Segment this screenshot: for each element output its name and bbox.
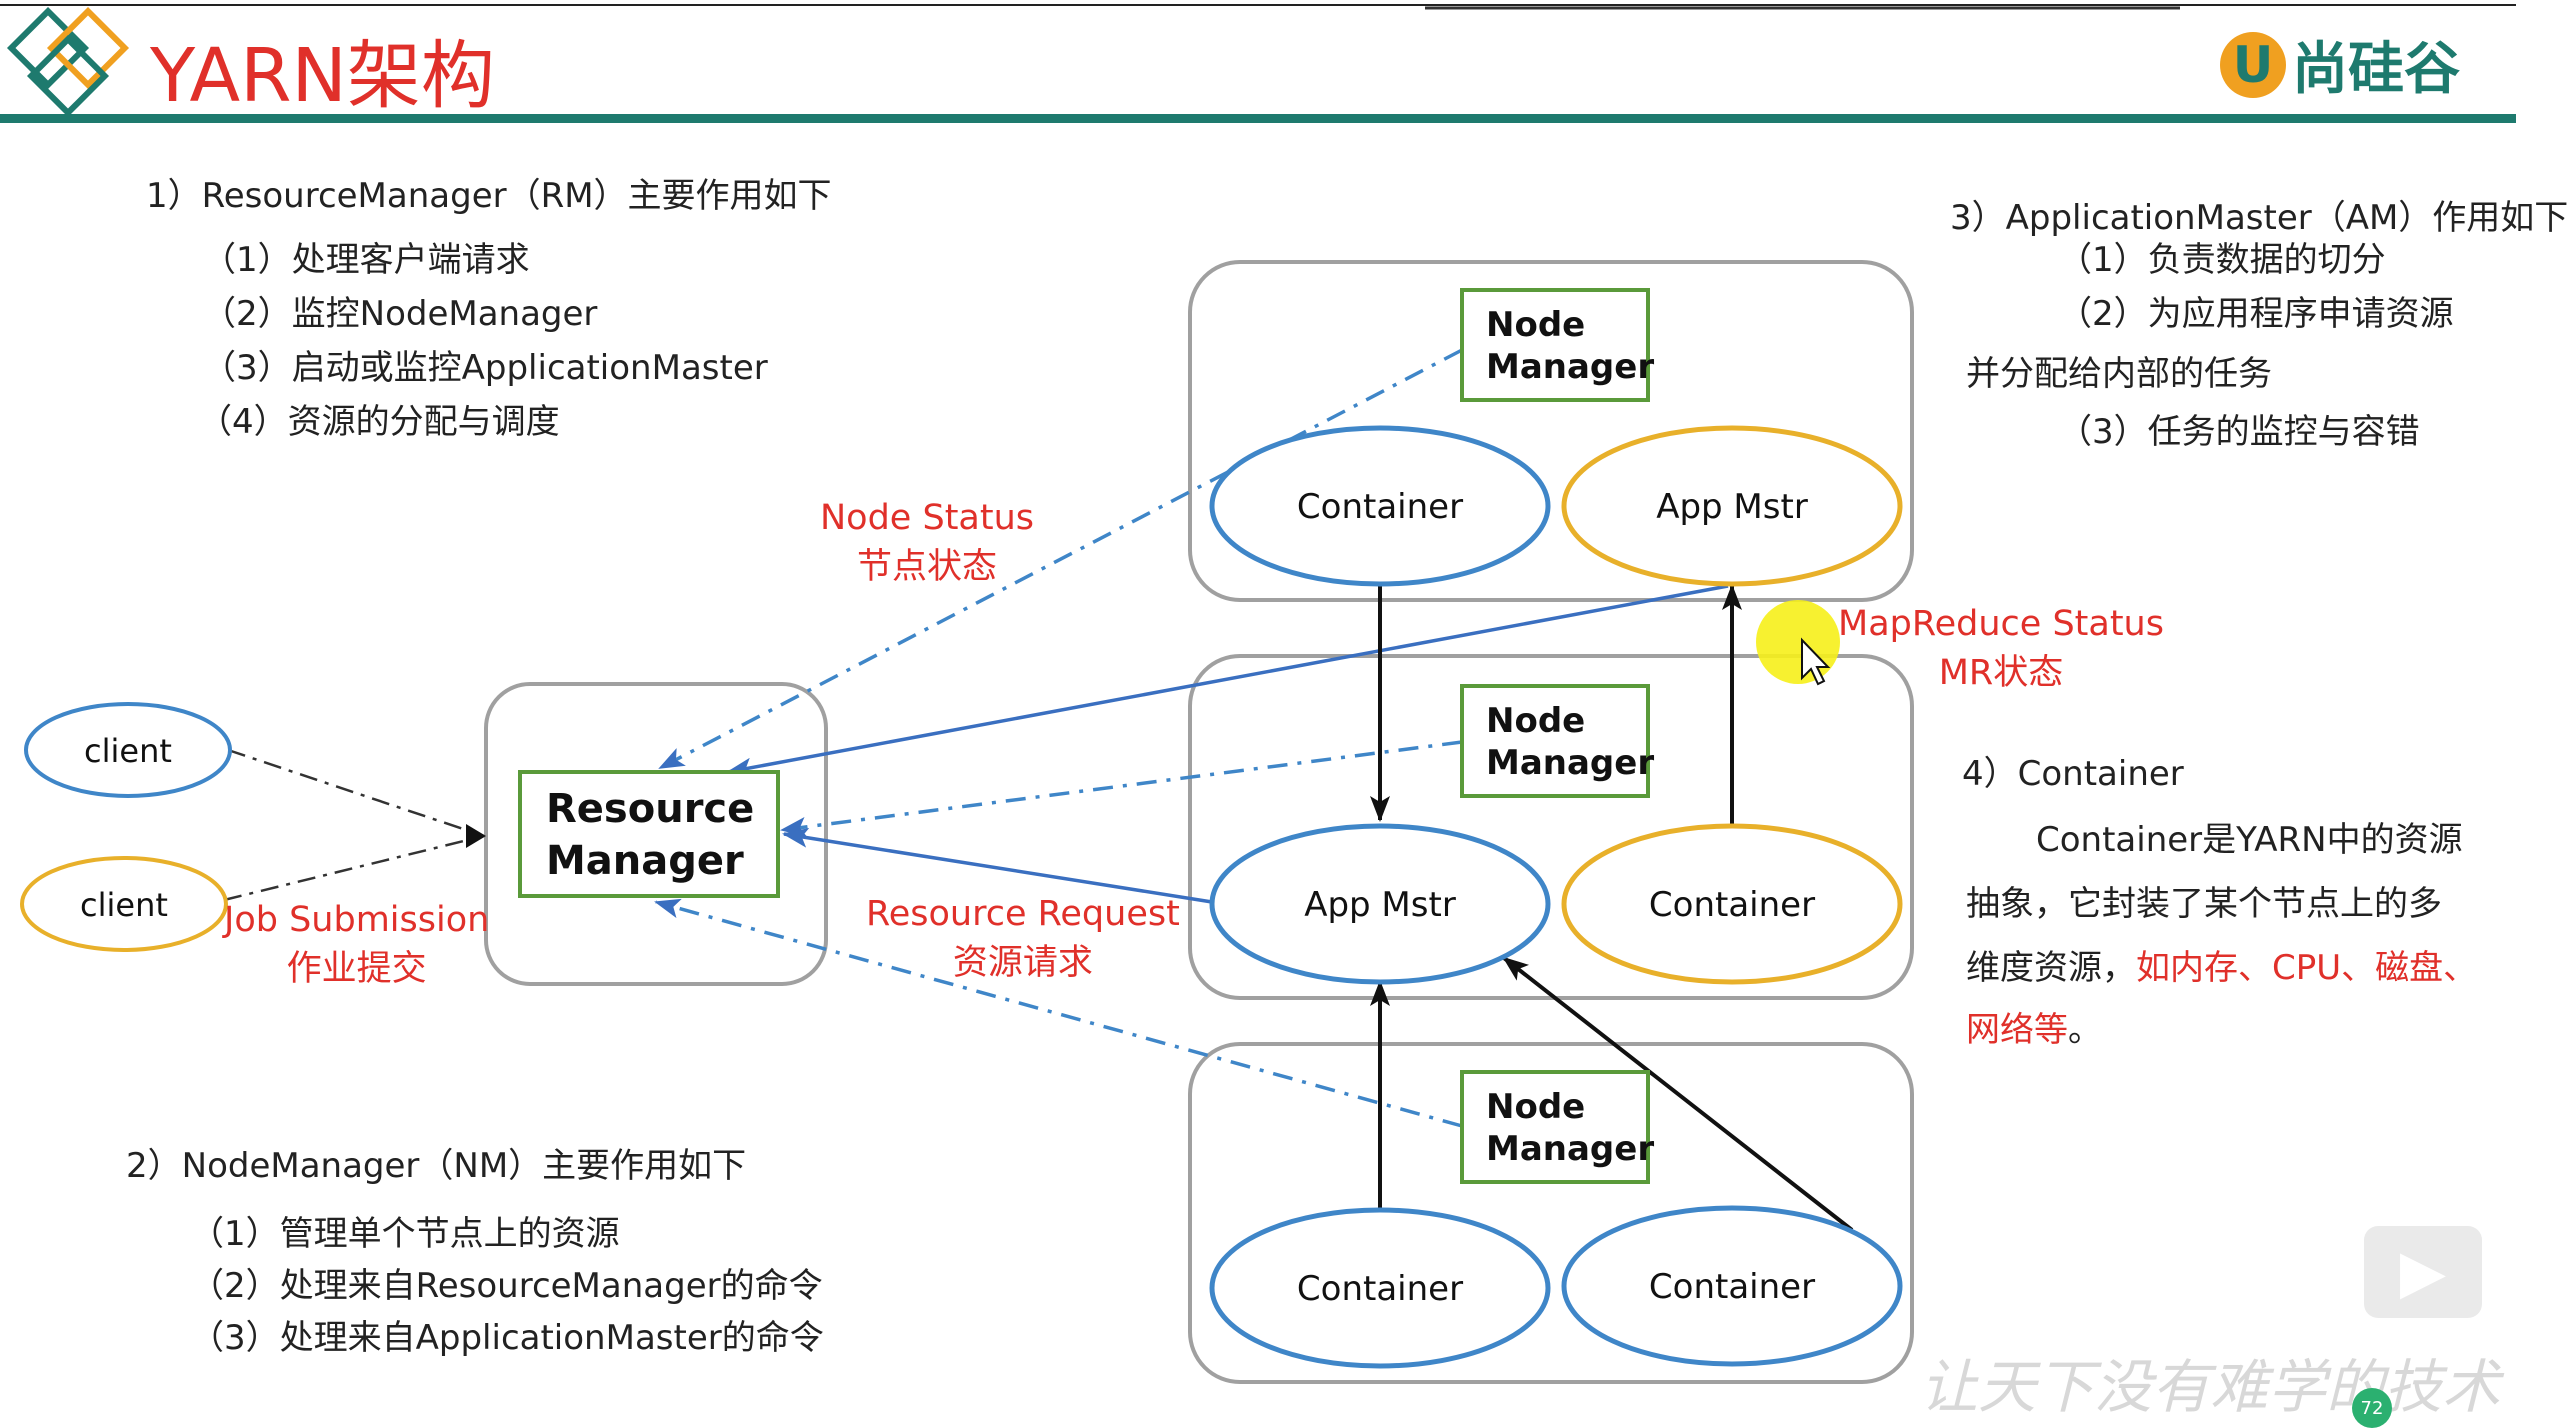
node-manager-top-line2: Manager: [1486, 347, 1654, 387]
node-manager-middle-line1: Node: [1486, 701, 1585, 741]
node-manager-bottom-box: [1460, 1070, 1650, 1184]
job-submission-label: Job Submission 作业提交: [224, 900, 489, 991]
mapreduce-status-label-en: MapReduce Status: [1838, 604, 2164, 644]
appmstr-top-ellipse: [1561, 425, 1903, 587]
cursor-highlight: [1756, 600, 1840, 684]
container-notes-heading: 4）Container: [1962, 754, 2184, 794]
container-note-plain: 维度资源，: [1966, 948, 2136, 988]
nm-notes-heading: 2）NodeManager（NM）主要作用如下: [126, 1146, 747, 1186]
client2-submission-line: [223, 834, 485, 902]
brand-logo: U 尚硅谷: [2220, 24, 2460, 105]
node-manager-top-box: [1460, 288, 1650, 402]
appmstr-middle-label: App Mstr: [1304, 885, 1456, 925]
nm-note-item: （3）处理来自ApplicationMaster的命令: [190, 1318, 824, 1358]
client-blue-ellipse: [24, 702, 232, 798]
container-middle-ellipse: [1561, 823, 1903, 985]
rm-note-item: （2）监控NodeManager: [202, 294, 598, 334]
am-note-item: （1）负责数据的切分: [2058, 240, 2386, 280]
nm-note-item: （2）处理来自ResourceManager的命令: [190, 1266, 823, 1306]
container-middle-label: Container: [1649, 885, 1815, 925]
node-manager-top-line1: Node: [1486, 305, 1585, 345]
node-status-label-zh: 节点状态: [856, 547, 997, 587]
am-note-item: （2）为应用程序申请资源: [2058, 294, 2454, 334]
container-note-line3: 维度资源，如内存、CPU、磁盘、: [1966, 940, 2477, 989]
bottom-right-container-to-appmstr-arrow: [1502, 956, 1854, 1232]
client-yellow-label: client: [80, 886, 168, 924]
container-top-ellipse: [1209, 425, 1551, 587]
rm-notes-heading: 1）ResourceManager（RM）主要作用如下: [146, 176, 832, 216]
resource-manager-line2: Manager: [546, 838, 744, 884]
client1-submission-line: [227, 748, 485, 838]
mapreduce-status-arrow: [726, 584, 1729, 778]
job-submission-label-en: Job Submission: [224, 900, 490, 940]
client-yellow-ellipse: [20, 856, 228, 952]
appmstr-middle-ellipse: [1209, 823, 1551, 985]
client-blue-label: client: [84, 732, 172, 770]
node-status-label: Node Status 节点状态: [820, 498, 1034, 589]
container-bottom-left-label: Container: [1297, 1269, 1463, 1309]
appmstr-top-label: App Mstr: [1656, 487, 1808, 527]
resource-request-label-zh: 资源请求: [952, 943, 1093, 983]
play-button[interactable]: ▶: [2364, 1226, 2482, 1318]
play-icon: ▶: [2399, 1237, 2447, 1307]
mapreduce-status-label-zh: MR状态: [1938, 653, 2064, 693]
node-manager-middle-box: [1460, 684, 1650, 798]
container-note-highlight: 如内存、CPU、磁盘、: [2136, 948, 2478, 988]
rm-note-item: （4）资源的分配与调度: [198, 402, 560, 442]
container-top-label: Container: [1297, 487, 1463, 527]
container-bottom-left-ellipse: [1209, 1207, 1551, 1369]
container-note-line: Container是YARN中的资源: [2036, 820, 2463, 860]
container-bottom-right-label: Container: [1649, 1267, 1815, 1307]
resource-request-label-en: Resource Request: [866, 894, 1180, 934]
am-note-item: 并分配给内部的任务: [1966, 354, 2272, 394]
container-note-period: 。: [2068, 1010, 2102, 1050]
node-manager-bottom-line1: Node: [1486, 1087, 1585, 1127]
resource-manager-line1: Resource: [546, 786, 754, 832]
nm-note-item: （1）管理单个节点上的资源: [190, 1214, 620, 1254]
page-title: YARN架构: [150, 33, 495, 119]
node-status-line-top: [658, 348, 1463, 770]
diamond-logo-icon: [6, 6, 130, 118]
pointer-cursor-icon: [1801, 637, 1831, 686]
resource-request-label: Resource Request 资源请求: [866, 894, 1180, 985]
node-manager-bottom-line2: Manager: [1486, 1129, 1654, 1169]
resource-manager-box: [518, 770, 780, 898]
container-note-line4: 网络等。: [1966, 1002, 2102, 1051]
diagram-canvas: Container App Mstr App Mstr Container Co…: [0, 4, 2516, 1384]
node-manager-middle-line2: Manager: [1486, 743, 1654, 783]
brand-u-icon: U: [2220, 31, 2286, 98]
submission-arrowhead: [466, 824, 486, 848]
rm-note-item: （3）启动或监控ApplicationMaster: [202, 348, 768, 388]
container-note-line: 抽象，它封装了某个节点上的多: [1966, 884, 2442, 924]
node-status-line-bottom: [654, 898, 1463, 1128]
page-badge: 72: [2352, 1388, 2392, 1428]
node-status-label-en: Node Status: [820, 498, 1034, 538]
header-divider: [0, 114, 2516, 123]
container-bottom-right-ellipse: [1561, 1205, 1903, 1367]
brand-name: 尚硅谷: [2292, 37, 2460, 102]
watermark-slogan: 让天下没有难学的技术: [1920, 1353, 2501, 1421]
job-submission-label-zh: 作业提交: [286, 949, 427, 989]
am-note-item: （3）任务的监控与容错: [2058, 412, 2420, 452]
rm-note-item: （1）处理客户端请求: [202, 240, 530, 280]
resource-request-arrow: [782, 827, 1213, 904]
container-note-highlight: 网络等: [1966, 1010, 2068, 1050]
mapreduce-status-label: MapReduce Status MR状态: [1838, 604, 2164, 695]
am-notes-heading: 3）ApplicationMaster（AM）作用如下: [1950, 198, 2568, 238]
